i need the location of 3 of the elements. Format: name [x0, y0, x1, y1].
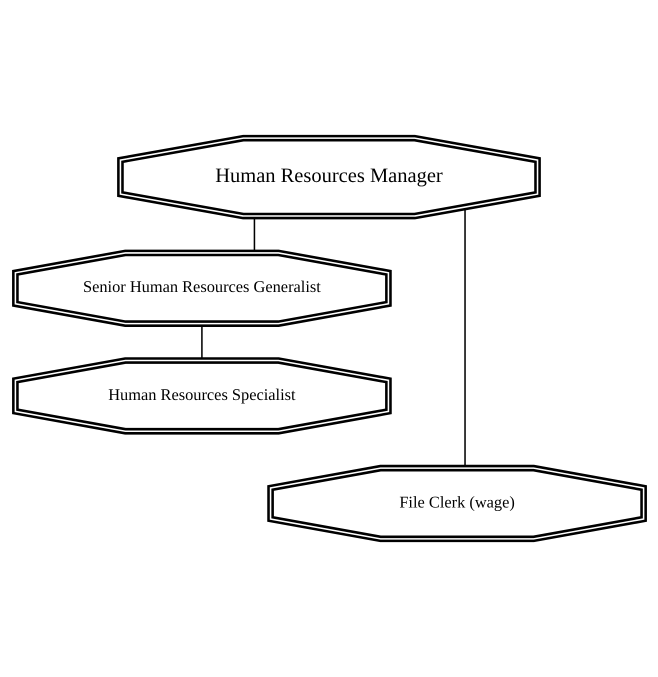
- connector: [464, 209, 466, 466]
- connector: [200, 326, 202, 358]
- connector: [253, 218, 255, 251]
